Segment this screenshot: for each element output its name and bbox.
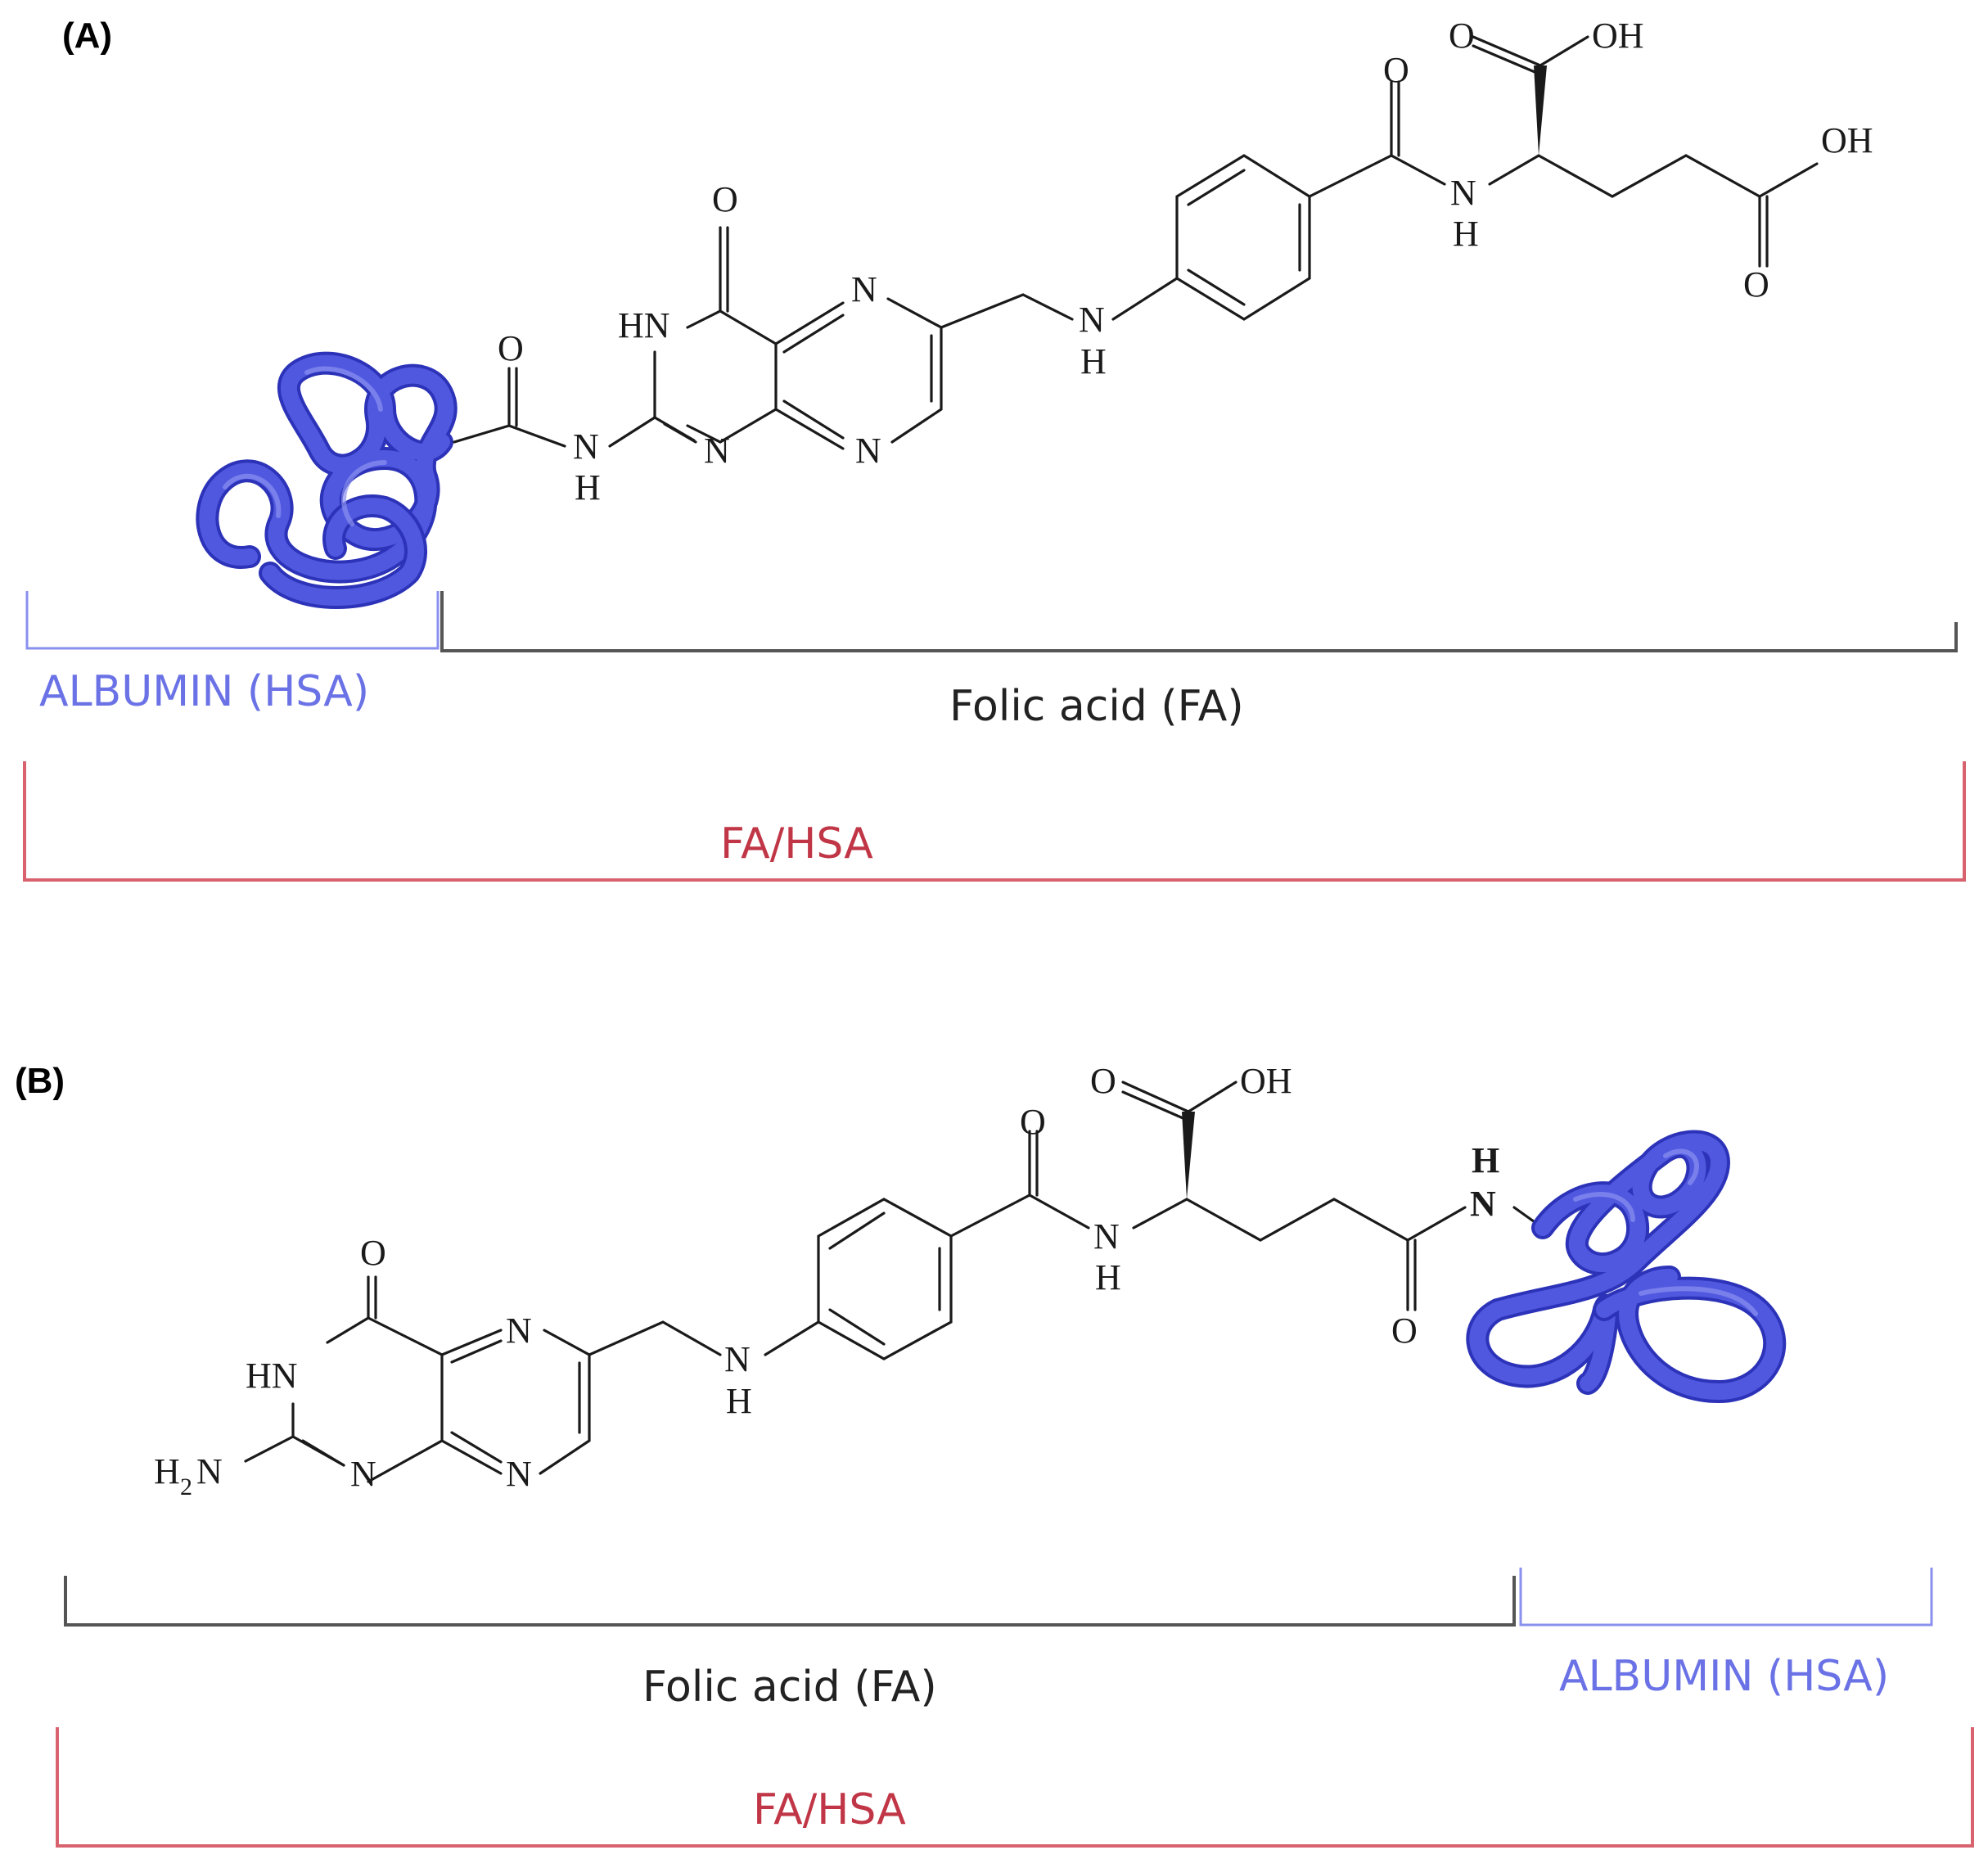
atom-oh: OH (1240, 1061, 1292, 1101)
albumin-coil-a (196, 351, 458, 609)
atom-n: N (506, 1311, 532, 1351)
atom-o: O (1383, 50, 1409, 90)
panel-b: (B) (15, 1061, 1974, 1848)
conjugate-label-b: FA/HSA (753, 1785, 906, 1834)
atom-h: H (1080, 341, 1107, 381)
conjugate-bracket-b: FA/HSA (56, 1727, 1974, 1848)
atom-o: O (1020, 1102, 1046, 1142)
atom-o: O (360, 1233, 386, 1273)
albumin-label-a: ALBUMIN (HSA) (39, 667, 369, 716)
folic-acid-structure-a: O OH OH O O N H O HN N N N N H O N H (453, 16, 1873, 508)
atom-n: N (350, 1454, 376, 1494)
atom-o: O (498, 328, 524, 368)
conjugate-bracket-a: FA/HSA (23, 761, 1966, 882)
atom-n: N (1093, 1216, 1120, 1257)
atom-n: N (704, 431, 730, 471)
atom-n: N (1079, 300, 1105, 340)
atom-h2n-subscript: 2 (180, 1473, 192, 1500)
atom-n: N (855, 431, 881, 471)
atom-o: O (1743, 264, 1769, 305)
atom-h2n-h: H (154, 1451, 180, 1491)
atom-oh: OH (1592, 16, 1644, 56)
panel-b-label: (B) (15, 1061, 65, 1101)
albumin-bracket-b: ALBUMIN (HSA) (1519, 1568, 1933, 1701)
atom-oh: OH (1821, 120, 1873, 160)
atom-h: H (1095, 1257, 1121, 1297)
atom-o: O (1090, 1061, 1116, 1101)
atom-h2n-n: N (196, 1451, 223, 1491)
atom-n: N (1450, 173, 1476, 213)
atom-n: N (851, 269, 877, 309)
albumin-bracket-a: ALBUMIN (HSA) (25, 591, 440, 716)
atom-hn: HN (618, 305, 670, 345)
atom-n: N (724, 1339, 751, 1379)
atom-o: O (1449, 16, 1475, 56)
panel-a-label: (A) (62, 16, 112, 56)
folic-acid-label-a: Folic acid (FA) (949, 682, 1244, 731)
atom-h: H (1453, 214, 1479, 254)
folic-acid-structure-b: O OH O N H H N O O HN N N N H 2 N N H (154, 1061, 1544, 1500)
conjugate-label-a: FA/HSA (720, 819, 873, 869)
folic-acid-bracket-b: Folic acid (FA) (64, 1576, 1516, 1712)
atom-n: N (1470, 1184, 1496, 1224)
albumin-coil-b (1466, 1130, 1787, 1403)
atom-n: N (506, 1454, 532, 1494)
atom-h: H (575, 467, 601, 508)
atom-o: O (712, 179, 738, 219)
atom-n: N (573, 426, 599, 467)
albumin-label-b: ALBUMIN (HSA) (1559, 1652, 1889, 1701)
folic-acid-label-b: Folic acid (FA) (642, 1663, 937, 1712)
atom-h: H (1472, 1140, 1499, 1180)
atom-h: H (726, 1381, 752, 1421)
atom-hn: HN (246, 1356, 298, 1396)
folic-acid-bracket-a: Folic acid (FA) (440, 591, 1958, 731)
atom-o: O (1391, 1311, 1418, 1351)
panel-a: (A) (23, 16, 1966, 882)
